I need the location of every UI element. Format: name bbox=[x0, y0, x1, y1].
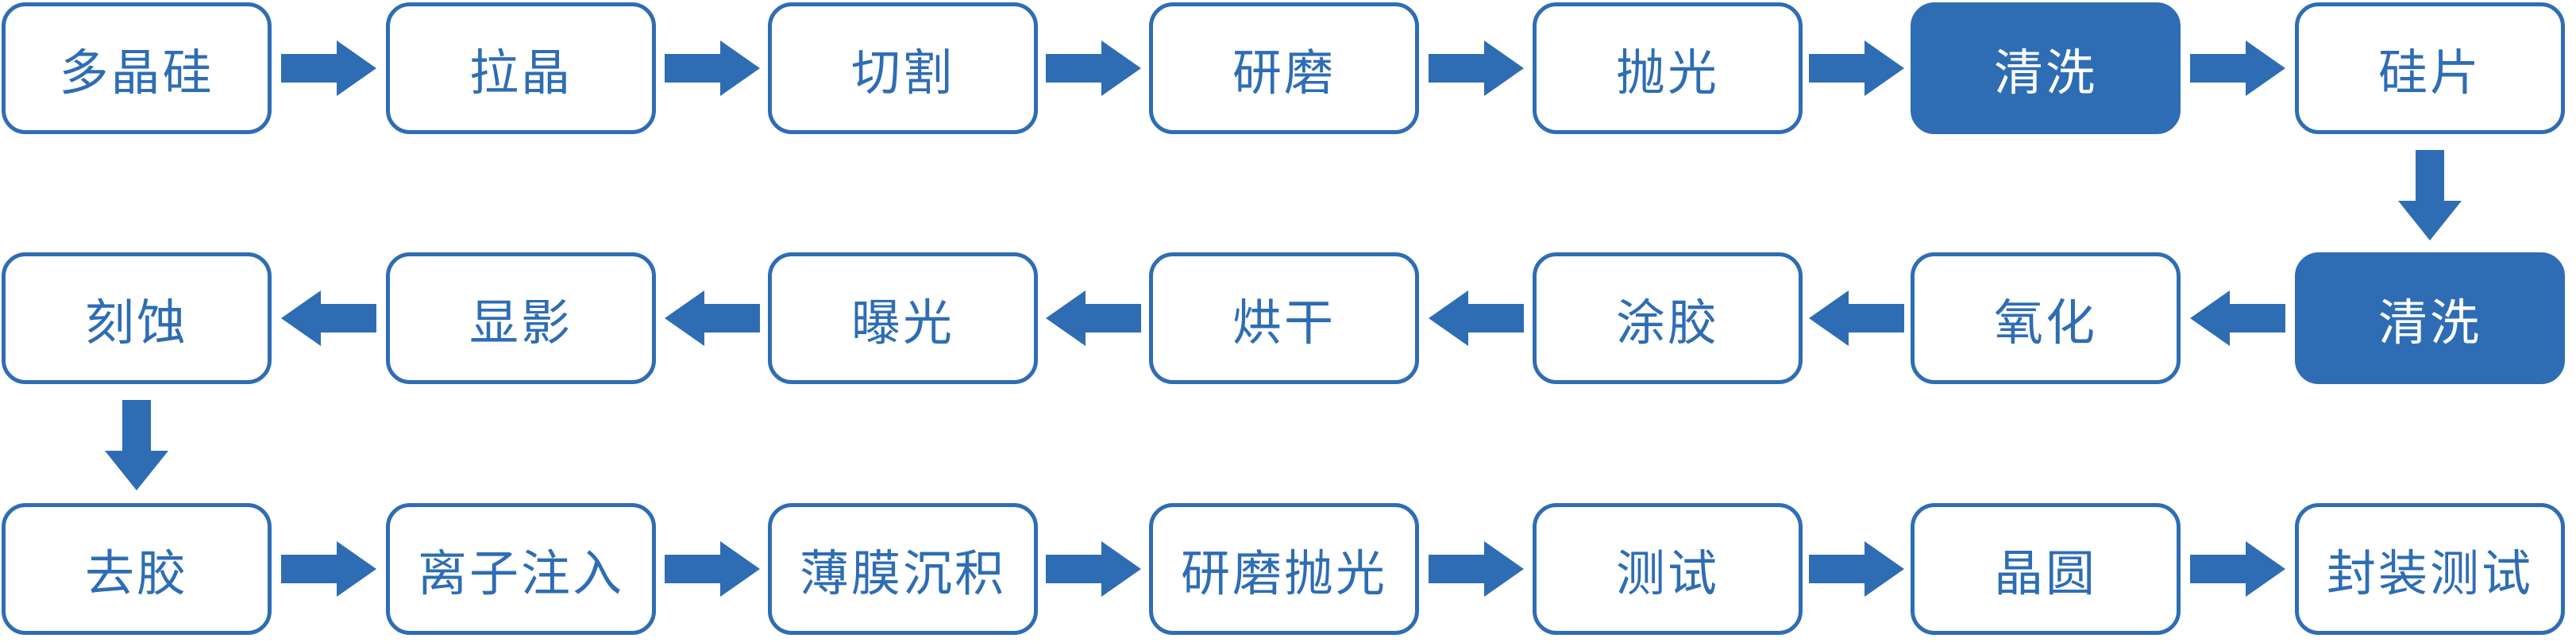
process-step-box: 测试 bbox=[1533, 503, 1803, 635]
process-step-box: 拉晶 bbox=[386, 2, 656, 134]
flow-arrow-left bbox=[1046, 290, 1141, 346]
process-step-box: 清洗 bbox=[2295, 252, 2565, 384]
process-step-box: 研磨 bbox=[1149, 2, 1419, 134]
process-step-box: 曝光 bbox=[768, 252, 1038, 384]
flow-arrow-right bbox=[1046, 40, 1141, 96]
flow-arrow-left bbox=[665, 290, 760, 346]
process-step-box: 显影 bbox=[386, 252, 656, 384]
flow-arrow-right bbox=[2190, 40, 2285, 96]
flow-arrow-left bbox=[2190, 290, 2285, 346]
flow-arrow-right bbox=[2190, 541, 2285, 597]
process-step-box: 清洗 bbox=[1911, 2, 2181, 134]
process-step-box: 切割 bbox=[768, 2, 1038, 134]
flow-arrow-right bbox=[665, 541, 760, 597]
flow-arrow-down bbox=[105, 400, 168, 490]
flow-arrow-left bbox=[1429, 290, 1524, 346]
process-step-box: 氧化 bbox=[1911, 252, 2181, 384]
flow-arrow-right bbox=[1429, 541, 1524, 597]
process-step-box: 抛光 bbox=[1533, 2, 1803, 134]
process-step-box: 离子注入 bbox=[386, 503, 656, 635]
flow-arrow-right bbox=[1046, 541, 1141, 597]
process-step-box: 封装测试 bbox=[2295, 503, 2565, 635]
process-step-box: 去胶 bbox=[2, 503, 272, 635]
flow-arrow-right bbox=[281, 541, 376, 597]
process-step-box: 多晶硅 bbox=[2, 2, 272, 134]
process-step-box: 薄膜沉积 bbox=[768, 503, 1038, 635]
process-step-box: 研磨抛光 bbox=[1149, 503, 1419, 635]
flow-arrow-right bbox=[1429, 40, 1524, 96]
process-step-box: 硅片 bbox=[2295, 2, 2565, 134]
process-step-box: 晶圆 bbox=[1911, 503, 2181, 635]
process-step-box: 刻蚀 bbox=[2, 252, 272, 384]
process-step-box: 烘干 bbox=[1149, 252, 1419, 384]
flow-arrow-left bbox=[1809, 290, 1904, 346]
flow-arrow-right bbox=[665, 40, 760, 96]
flow-arrow-right bbox=[1809, 541, 1904, 597]
flow-arrow-right bbox=[281, 40, 376, 96]
process-step-box: 涂胶 bbox=[1533, 252, 1803, 384]
flow-arrow-right bbox=[1809, 40, 1904, 96]
flow-arrow-left bbox=[281, 290, 376, 346]
flow-arrow-down bbox=[2398, 150, 2462, 240]
